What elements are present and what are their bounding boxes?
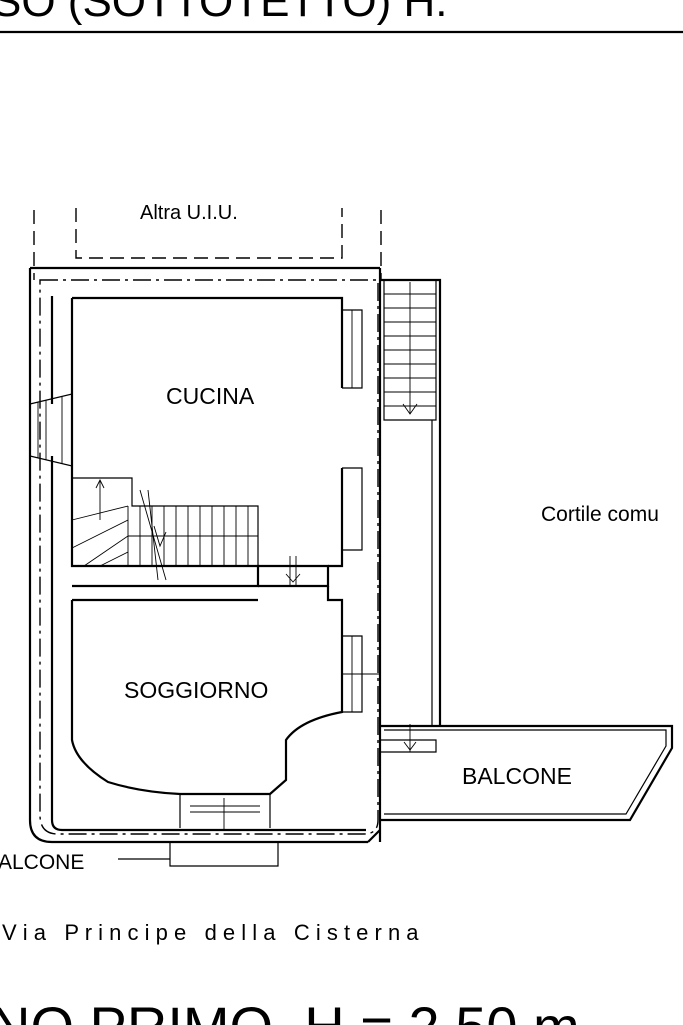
kitchen-right-window [342, 309, 363, 551]
living-walls [70, 598, 344, 796]
property-boundary [39, 279, 379, 835]
other-unit-outline [33, 208, 382, 280]
front-balcony-label: ALCONE [0, 851, 84, 874]
passage [258, 550, 344, 636]
interior-staircase [71, 477, 259, 581]
exterior-staircase [380, 278, 442, 726]
right-balcony [380, 724, 674, 822]
right-balcony-label: BALCONE [462, 763, 572, 789]
top-title: SO (SOTTOTETTO) H. [0, 0, 448, 26]
other-unit-label: Altra U.I.U. [140, 202, 238, 224]
courtyard-label: Cortile comu [541, 503, 659, 526]
front-balcony-door [179, 794, 271, 830]
front-balcony-outline [169, 842, 279, 867]
kitchen-walls [70, 296, 344, 588]
living-right-window [342, 635, 380, 713]
bottom-title: NO PRIMO H = 2.50 m [0, 995, 580, 1025]
street-label: V i a P r i n c i p e d e l l a C i s t … [2, 920, 419, 945]
living-label: SOGGIORNO [124, 677, 268, 703]
kitchen-label: CUCINA [166, 383, 255, 409]
outer-walls [28, 266, 382, 844]
left-window [29, 393, 73, 467]
